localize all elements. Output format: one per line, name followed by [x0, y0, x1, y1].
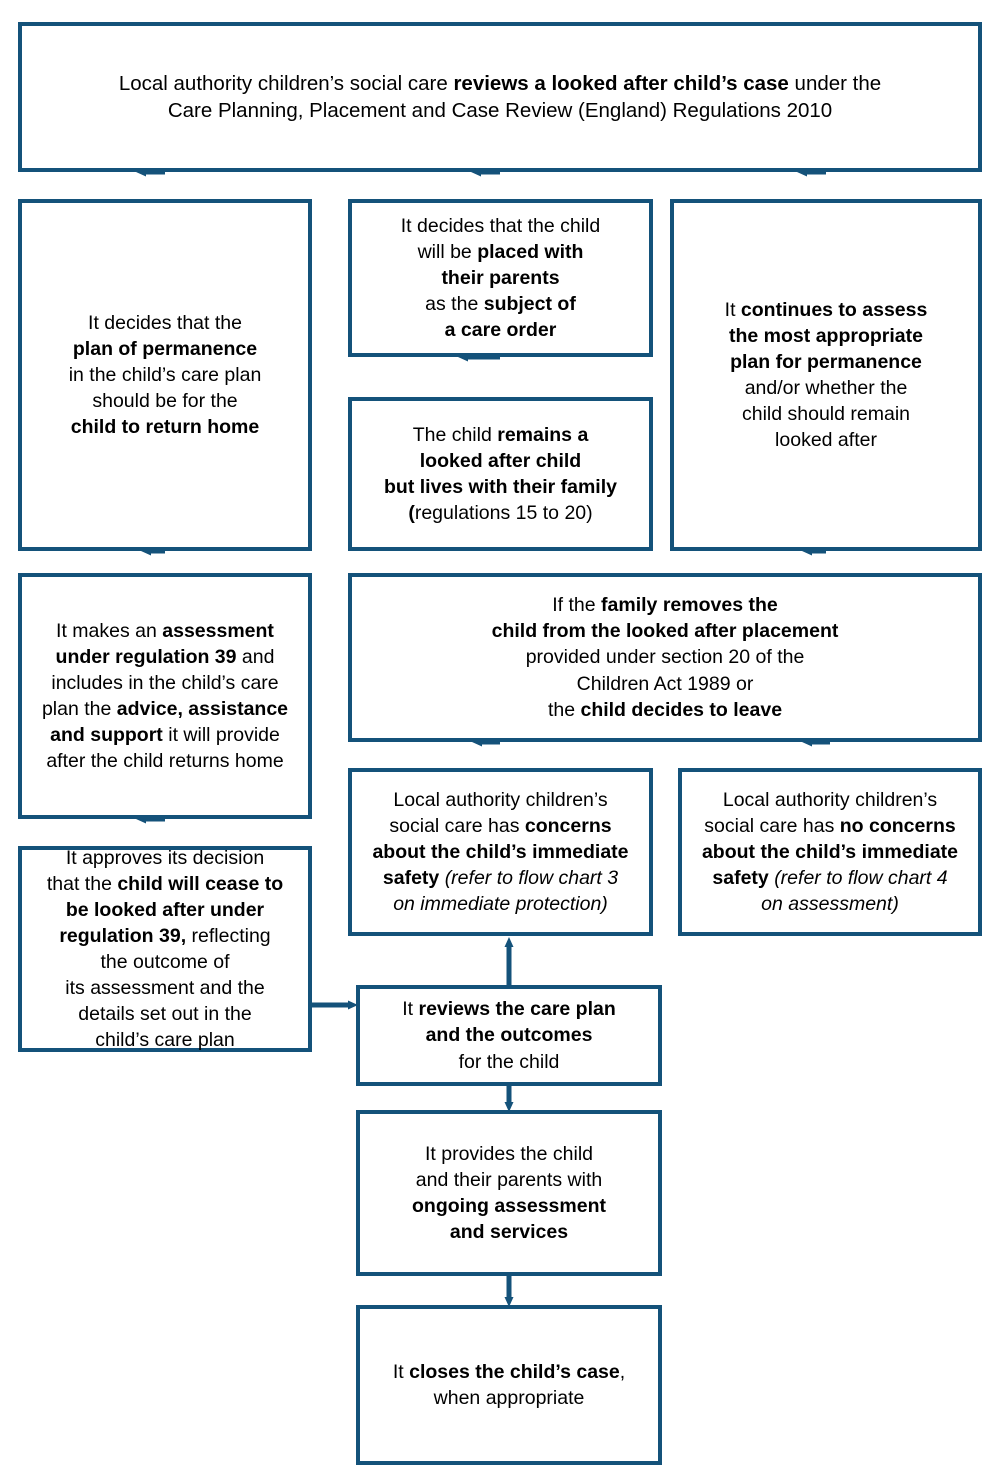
node-text: Local authority children’s social care r… — [118, 71, 882, 122]
node-review-trigger[interactable]: Local authority children’s social care r… — [18, 22, 982, 172]
node-closes-the-childs-case[interactable]: It closes the child’s case,when appropri… — [356, 1305, 662, 1465]
node-text: It closes the child’s case,when appropri… — [392, 1360, 626, 1409]
